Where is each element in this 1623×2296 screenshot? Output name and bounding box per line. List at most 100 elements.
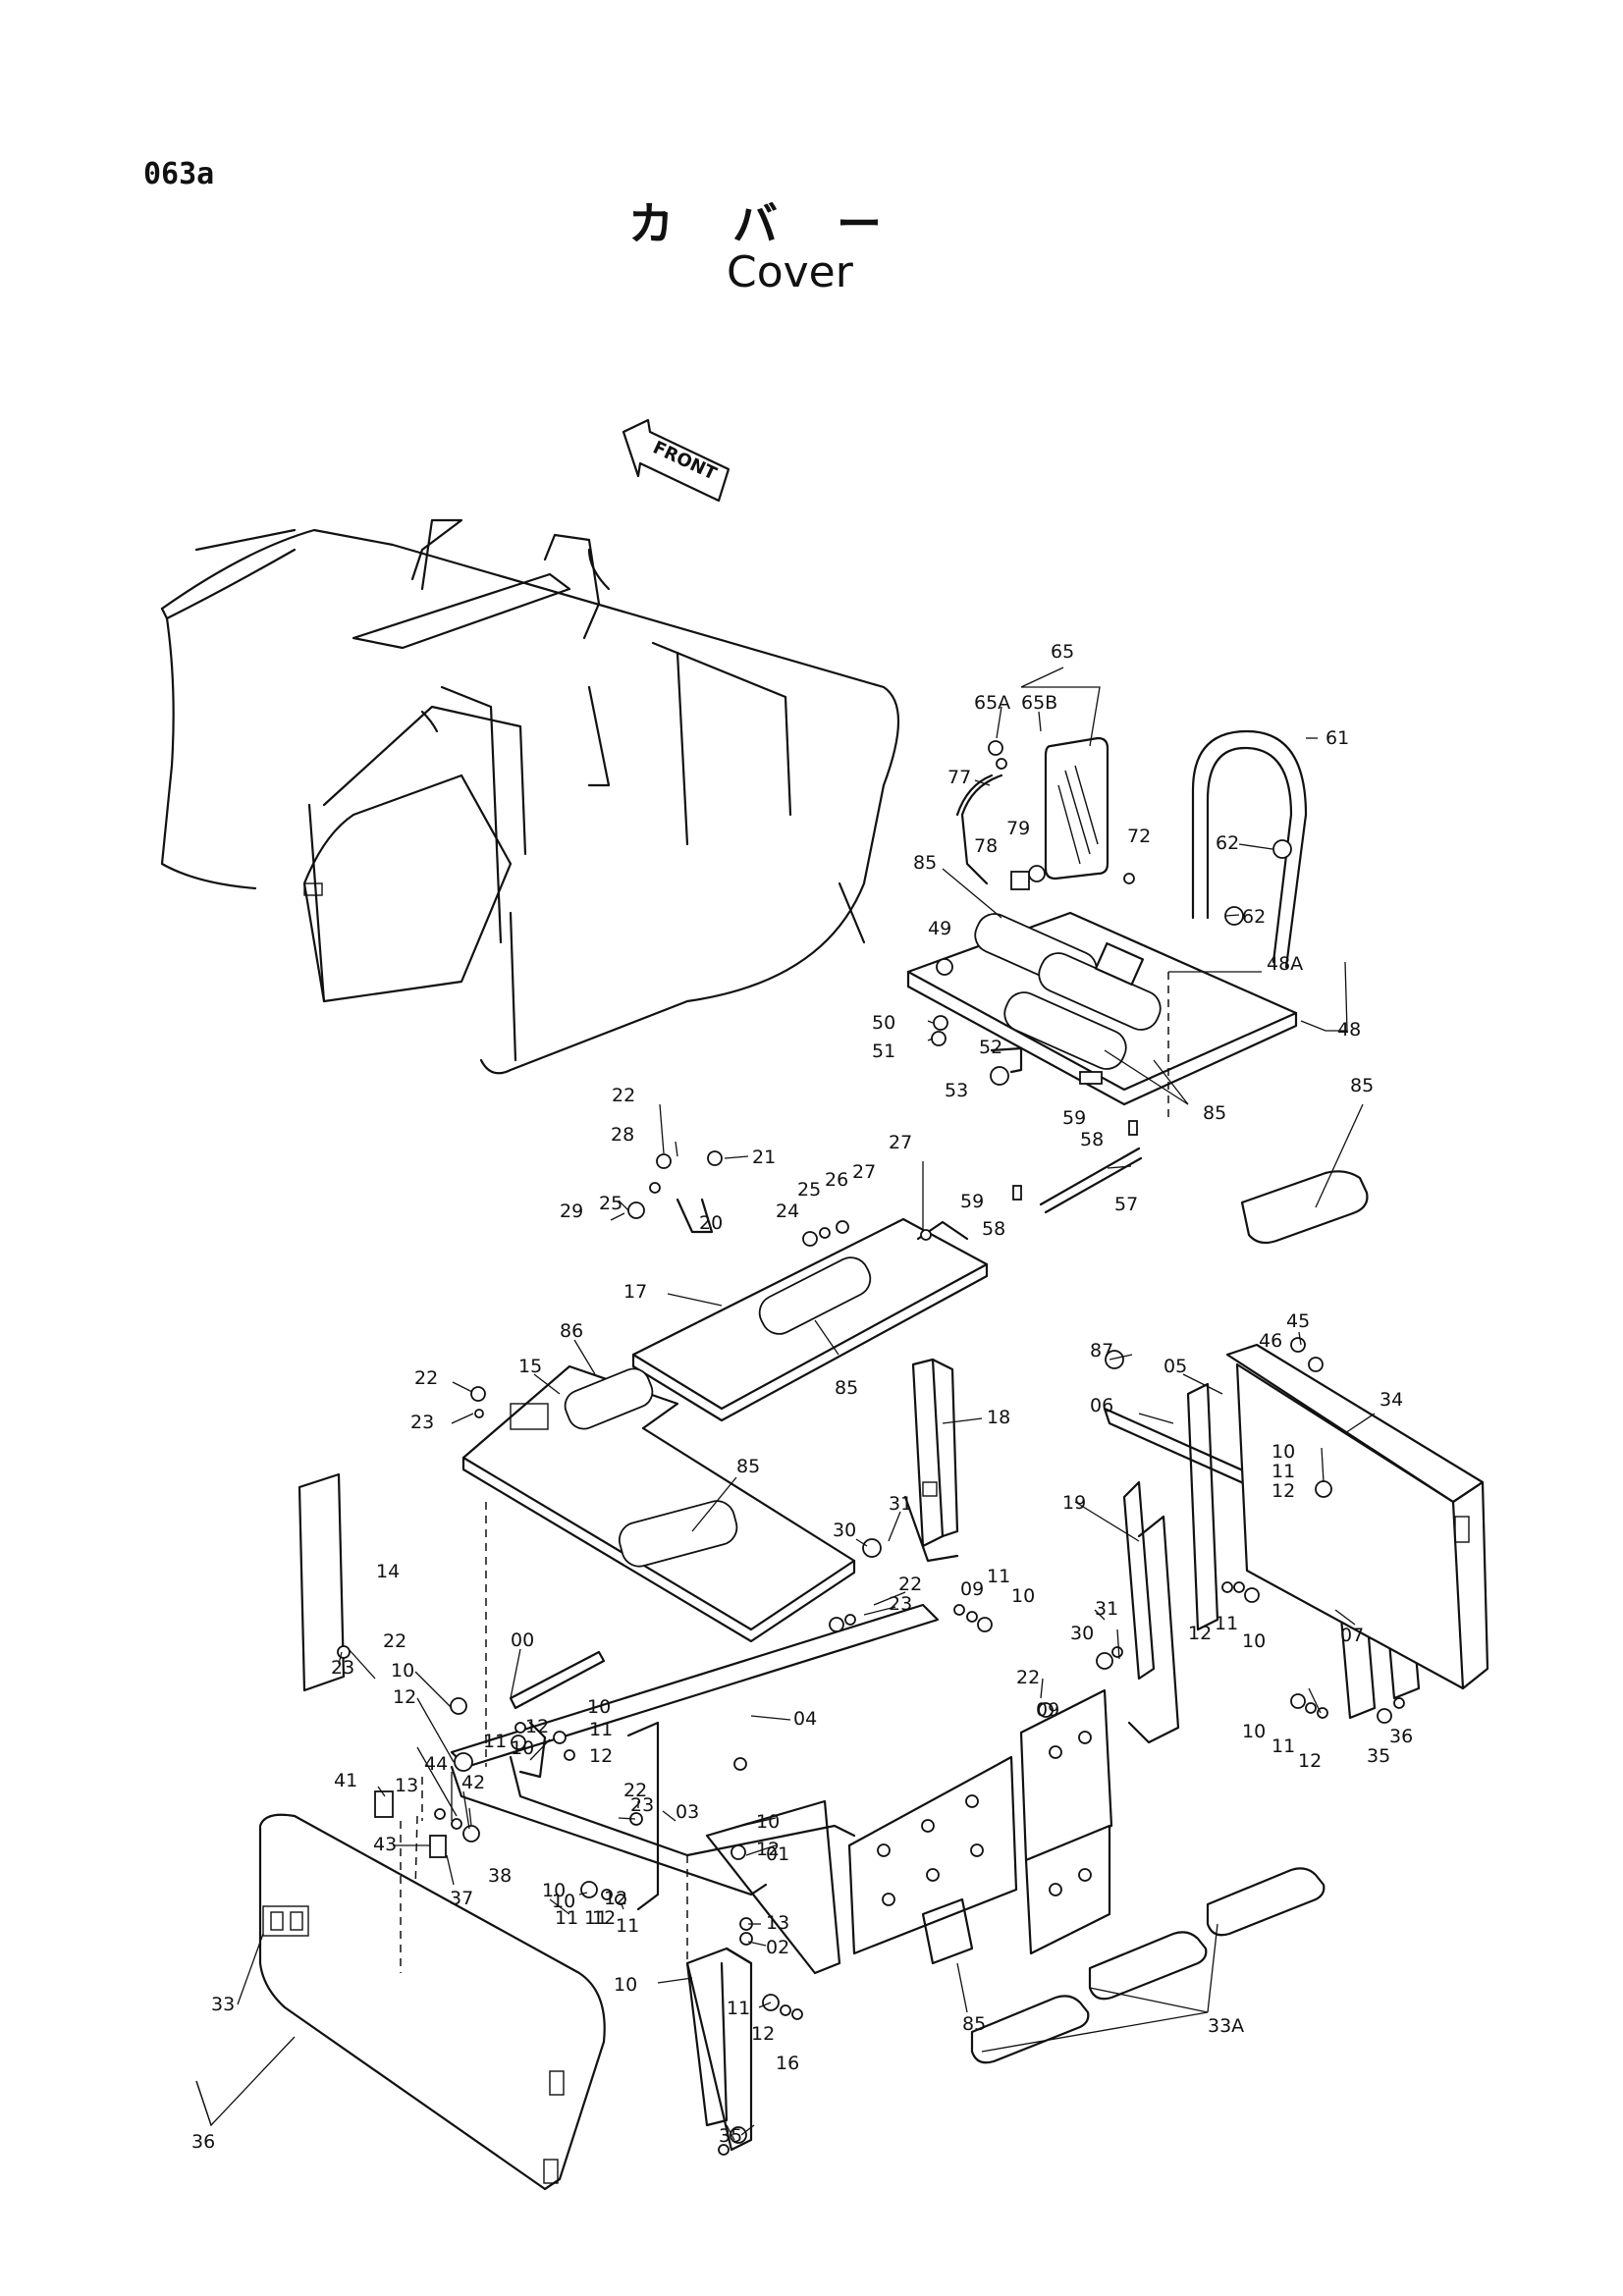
part-label: 10 <box>552 1891 575 1912</box>
part-label: 33 <box>211 1994 235 2015</box>
part-label: 27 <box>889 1132 912 1153</box>
part-label: 27 <box>852 1161 876 1183</box>
bracket-00 <box>509 1650 606 1710</box>
part-label: 11 <box>589 1719 613 1740</box>
part-label: 31 <box>1095 1598 1118 1620</box>
bracket-20 <box>627 1150 932 1247</box>
part-label: 78 <box>974 835 998 857</box>
part-label: 12 <box>592 1907 616 1929</box>
part-label: 38 <box>488 1865 512 1887</box>
part-label: 85 <box>1350 1075 1374 1096</box>
part-label: 48A <box>1267 953 1303 975</box>
part-label: 23 <box>410 1412 434 1433</box>
part-label: 20 <box>699 1212 723 1234</box>
part-label: 31 <box>889 1493 912 1515</box>
post-02 <box>685 1961 729 2127</box>
part-label: 62 <box>1242 906 1266 928</box>
part-label: 77 <box>947 767 971 788</box>
part-label: 10 <box>542 1880 566 1901</box>
part-label: 25 <box>599 1193 622 1214</box>
part-label: 02 <box>766 1937 789 1958</box>
part-label: 23 <box>331 1657 354 1679</box>
title-english: Cover <box>727 247 853 297</box>
part-label: 00 <box>511 1629 534 1651</box>
part-label: 12 <box>604 1888 627 1909</box>
part-label: 11 <box>727 1998 750 2019</box>
part-label: 46 <box>1259 1330 1282 1352</box>
part-label: 48 <box>1337 1019 1361 1041</box>
part-label: 36 <box>191 2131 215 2153</box>
part-label: 62 <box>1216 832 1239 854</box>
part-label: 59 <box>1062 1107 1086 1129</box>
part-label: 85 <box>962 2013 986 2035</box>
part-label: 12 <box>1298 1750 1322 1772</box>
part-label: 58 <box>982 1218 1005 1240</box>
part-label: 52 <box>979 1037 1002 1058</box>
part-label: 19 <box>1062 1492 1086 1514</box>
plate-14 <box>298 1472 351 1692</box>
part-label: 23 <box>889 1593 912 1615</box>
part-label: 61 <box>1325 727 1349 749</box>
top-cover-48 <box>906 911 1298 1119</box>
pillar-18 <box>903 1358 959 1563</box>
part-label: 12 <box>525 1716 549 1737</box>
part-label: 07 <box>1340 1625 1364 1646</box>
part-label: 09 <box>1036 1699 1059 1721</box>
part-label: 50 <box>872 1012 895 1034</box>
part-label: 43 <box>373 1834 397 1855</box>
part-label: 10 <box>511 1737 534 1759</box>
part-label: 12 <box>1271 1480 1295 1502</box>
part-label: 65B <box>1021 692 1057 714</box>
part-label: 25 <box>797 1179 821 1201</box>
mirror-65 <box>955 736 1135 890</box>
cover-15 <box>461 1364 856 1643</box>
part-label: 12 <box>756 1839 780 1860</box>
part-label: 58 <box>1080 1129 1104 1150</box>
part-label: 11 <box>1271 1735 1295 1757</box>
part-label: 03 <box>676 1801 699 1823</box>
part-label: 06 <box>1090 1395 1113 1416</box>
panel-16 <box>847 1688 1113 1965</box>
part-label: 86 <box>560 1320 583 1342</box>
part-label: 53 <box>945 1080 968 1101</box>
part-label: 11 <box>584 1907 608 1929</box>
part-label: 23 <box>630 1794 654 1816</box>
machine-overview <box>160 518 899 1075</box>
part-label: 30 <box>1070 1623 1094 1644</box>
title-japanese: カバー <box>628 197 941 250</box>
part-label: 10 <box>1011 1585 1035 1607</box>
part-label: 85 <box>913 852 937 874</box>
part-label: 11 <box>483 1731 507 1752</box>
part-label: 51 <box>872 1041 895 1062</box>
front-arrow: FRONT <box>622 418 730 503</box>
part-label: 17 <box>623 1281 647 1303</box>
part-label: 10 <box>614 1974 637 1996</box>
part-label: 85 <box>835 1377 858 1399</box>
part-label: 12 <box>589 1745 613 1767</box>
part-label: 11 <box>1271 1461 1295 1482</box>
part-label: 11 <box>616 1915 639 1937</box>
part-label: 59 <box>960 1191 984 1212</box>
part-label: 29 <box>560 1201 583 1222</box>
part-label: 65A <box>974 692 1010 714</box>
part-label: 15 <box>518 1356 542 1377</box>
part-label: 41 <box>334 1770 357 1791</box>
part-label: 10 <box>1242 1721 1266 1742</box>
part-label: 22 <box>898 1574 922 1595</box>
part-label: 12 <box>393 1686 416 1708</box>
part-label: 11 <box>1215 1613 1238 1634</box>
part-label: 49 <box>928 918 951 939</box>
part-label: 10 <box>587 1696 611 1718</box>
part-label: 12 <box>751 2023 775 2045</box>
part-label: 30 <box>833 1520 856 1541</box>
part-label: 33A <box>1208 2015 1244 2037</box>
part-label: 13 <box>395 1775 418 1796</box>
part-label: 09 <box>960 1578 984 1600</box>
part-label: 16 <box>776 2053 799 2074</box>
part-label: 72 <box>1127 826 1151 847</box>
front-arrow-label: FRONT <box>650 437 721 484</box>
part-label: 85 <box>1203 1102 1226 1124</box>
part-label: 37 <box>450 1888 473 1909</box>
part-label: 11 <box>555 1907 578 1929</box>
